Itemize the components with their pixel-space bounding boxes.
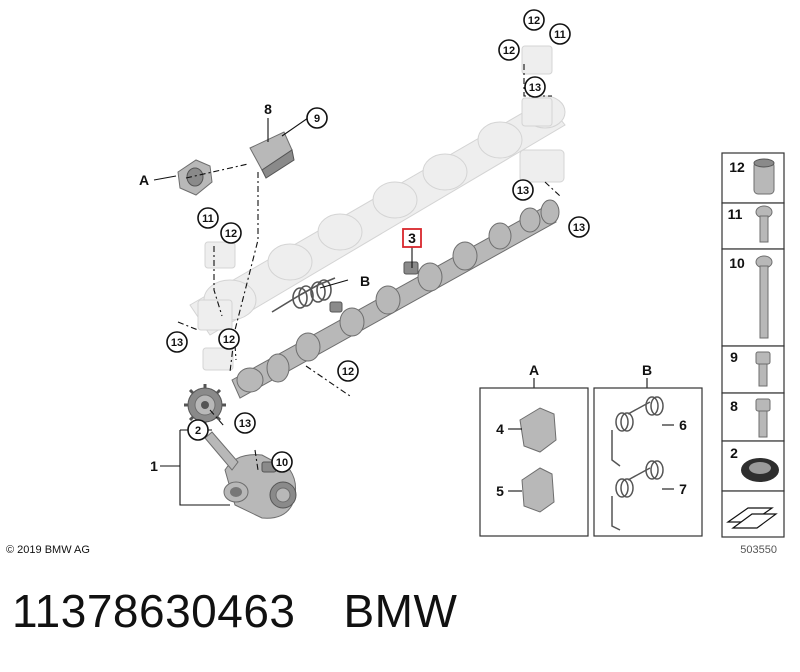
svg-text:12: 12	[342, 366, 354, 378]
legend-item-11: 11	[728, 206, 743, 222]
svg-text:13: 13	[529, 82, 541, 94]
bearing-caps-lower	[202, 347, 234, 371]
svg-text:8: 8	[264, 101, 272, 117]
camshaft-sprocket	[184, 384, 226, 426]
svg-text:B: B	[642, 362, 652, 378]
detail-b-item-7: 7	[679, 481, 687, 497]
part-8-sensor-bracket	[249, 131, 295, 179]
parts-diagram: 12 11 12 13 8 9 A 13 13 11 12 3	[6, 9, 785, 556]
svg-text:13: 13	[573, 222, 585, 234]
svg-text:12: 12	[503, 45, 515, 57]
svg-text:3: 3	[408, 230, 416, 246]
detail-a-item-4: 4	[496, 421, 504, 437]
svg-text:1: 1	[150, 458, 158, 474]
detail-box-a: A 4 5	[479, 362, 589, 537]
callout-2: 2	[187, 419, 209, 441]
callout-13-left: 13	[166, 331, 188, 353]
svg-text:9: 9	[314, 113, 320, 125]
svg-text:A: A	[139, 172, 149, 188]
svg-text:2: 2	[195, 425, 201, 437]
dashed-leaders	[177, 64, 561, 471]
detail-b-item-6: 6	[679, 417, 687, 433]
svg-text:13: 13	[517, 185, 529, 197]
legend-item-8: 8	[730, 398, 738, 414]
callout-13-top: 13	[524, 76, 546, 98]
part-number-caption: 11378630463 BMW	[12, 584, 457, 638]
callout-13-mid: 13	[512, 179, 534, 201]
callout-3-highlighted: 3	[402, 228, 422, 248]
svg-text:A: A	[529, 362, 539, 378]
svg-text:13: 13	[239, 418, 251, 430]
callout-13-right: 13	[568, 216, 590, 238]
detail-a-item-5: 5	[496, 483, 504, 499]
svg-text:12: 12	[223, 334, 235, 346]
legend-item-12: 12	[729, 159, 745, 175]
svg-text:11: 11	[202, 213, 214, 225]
svg-text:12: 12	[225, 228, 237, 240]
callout-1: 1	[150, 458, 158, 474]
copyright-text: © 2019 BMW AG	[6, 544, 90, 556]
arrow-icon	[726, 507, 778, 529]
brand-name: BMW	[343, 585, 458, 637]
legend-item-9: 9	[730, 349, 738, 365]
callout-12-top: 12	[523, 9, 545, 31]
callout-8: 8	[264, 101, 272, 117]
callout-a: A	[139, 172, 149, 188]
callout-10: 10	[271, 451, 293, 473]
legend-item-10: 10	[729, 255, 745, 271]
callout-11-top: 11	[549, 23, 571, 45]
svg-text:13: 13	[171, 337, 183, 349]
camshaft	[231, 199, 560, 399]
callout-b: B	[360, 273, 370, 289]
part-number: 11378630463	[12, 585, 296, 637]
callout-12-left-top: 12	[498, 39, 520, 61]
legend-column: 12 11 10 9 8 2	[721, 152, 785, 538]
callout-11-left: 11	[197, 207, 219, 229]
callout-12-right-lower: 12	[337, 360, 359, 382]
svg-text:11: 11	[554, 29, 566, 41]
detail-box-b: B 6 7	[593, 362, 703, 537]
sensor-a	[177, 159, 213, 196]
spring-b	[271, 277, 336, 313]
legend-item-2: 2	[730, 445, 738, 461]
callout-9: 9	[306, 107, 328, 129]
callout-12-left: 12	[220, 222, 242, 244]
svg-text:12: 12	[528, 15, 540, 27]
diagram-id: 503550	[740, 544, 777, 556]
callout-12-lower: 12	[218, 328, 240, 350]
ghost-camshaft	[189, 45, 566, 336]
svg-text:B: B	[360, 273, 370, 289]
callout-13-lower: 13	[234, 412, 256, 434]
svg-text:10: 10	[276, 457, 288, 469]
